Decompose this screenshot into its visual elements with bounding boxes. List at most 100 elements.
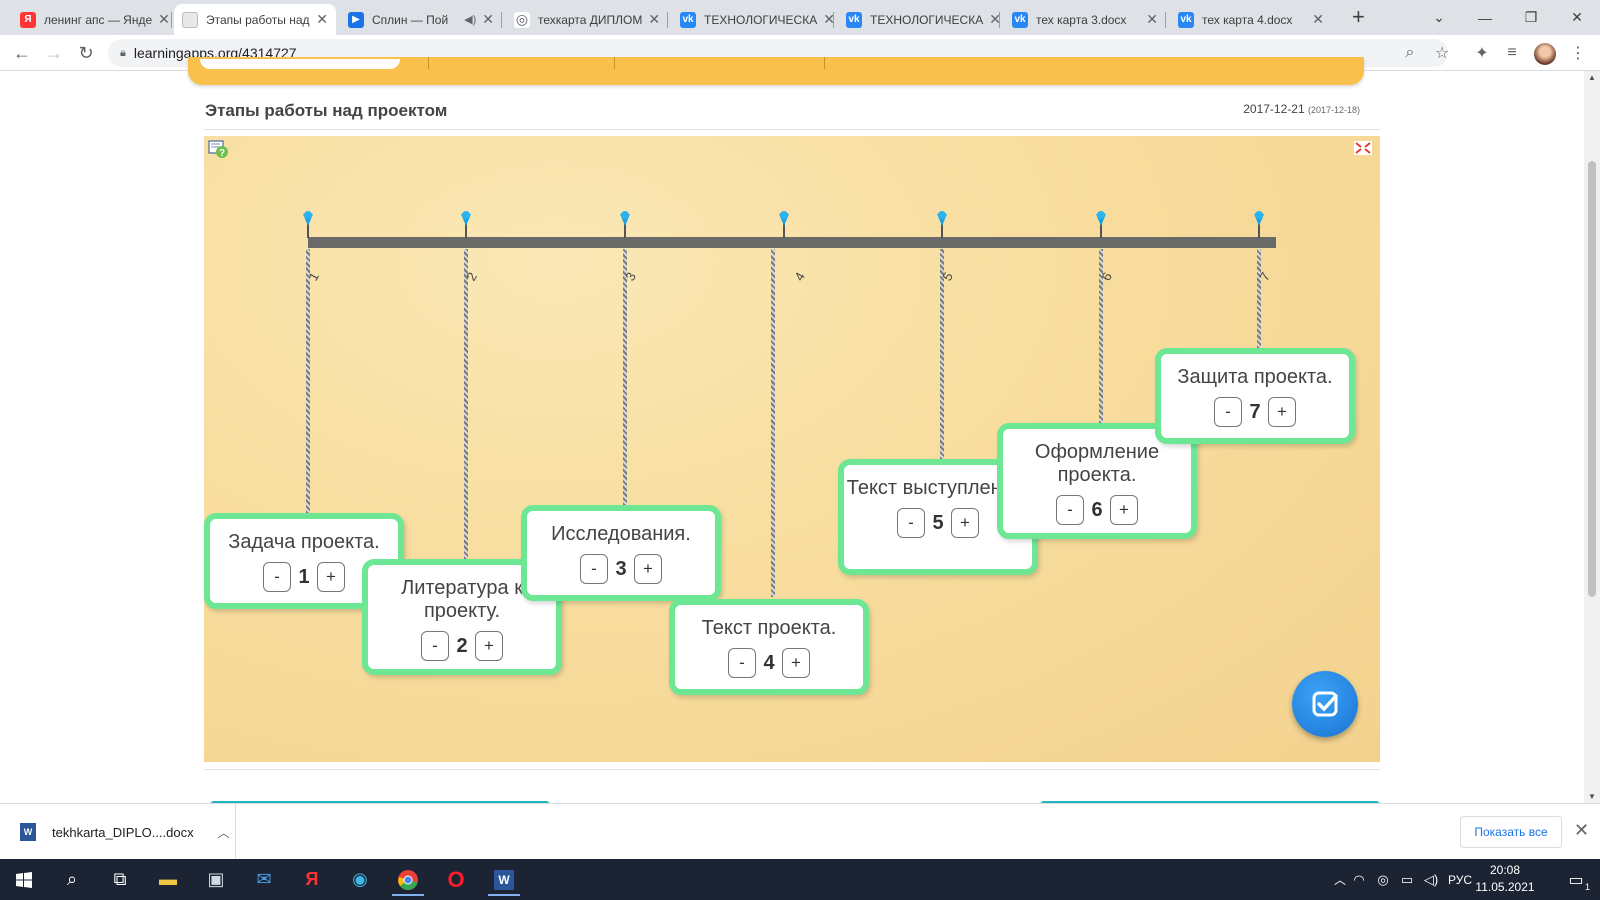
show-all-downloads-button[interactable]: Показать все — [1460, 816, 1562, 848]
tab-vk-1[interactable]: vk ТЕХНОЛОГИЧЕСКА ✕ — [672, 4, 835, 35]
timeline-string — [464, 249, 468, 559]
zoom-icon[interactable]: ⌕ — [1405, 44, 1415, 61]
edge-icon[interactable]: ◉ — [352, 869, 368, 889]
network-icon[interactable]: ◠ — [1353, 871, 1365, 887]
search-icon[interactable]: ⌕ — [66, 869, 78, 889]
language-indicator[interactable]: РУС — [1447, 872, 1473, 887]
answer-card[interactable]: Текст выступления.-5+ — [838, 459, 1038, 575]
answer-card[interactable]: Текст проекта.-4+ — [669, 599, 869, 695]
help-icon[interactable]: ? — [208, 139, 230, 161]
tray-expand-icon[interactable]: ︿ — [1333, 873, 1346, 887]
store-icon[interactable]: ▣ — [207, 869, 225, 889]
vk-icon: vk — [680, 11, 696, 28]
restore-button[interactable]: ❐ — [1524, 9, 1538, 25]
increment-button[interactable]: + — [475, 631, 503, 661]
position-stepper: -7+ — [1161, 397, 1349, 427]
close-icon[interactable]: ✕ — [316, 11, 328, 27]
tab-tekhkarta[interactable]: ◎ техкарта ДИПЛОМ ✕ — [506, 4, 668, 35]
vk-icon: vk — [1012, 11, 1028, 28]
menu-icon[interactable]: ⋮ — [1570, 45, 1586, 62]
timeline-bar — [308, 237, 1276, 248]
increment-button[interactable]: + — [317, 562, 345, 592]
increment-button[interactable]: + — [951, 508, 979, 538]
page-scrollbar[interactable]: ▲ ▼ — [1584, 71, 1600, 803]
start-button[interactable] — [4, 863, 44, 896]
tab-search-icon[interactable]: ⌄ — [1433, 9, 1445, 25]
close-icon[interactable]: ✕ — [158, 11, 170, 27]
answer-card[interactable]: Защита проекта.-7+ — [1155, 348, 1355, 444]
increment-button[interactable]: + — [1110, 495, 1138, 525]
windows-icon — [16, 871, 32, 888]
reload-icon[interactable]: ↻ — [78, 42, 94, 63]
timeline-pin-icon — [461, 211, 471, 238]
timeline-string — [771, 249, 775, 597]
increment-button[interactable]: + — [634, 554, 662, 584]
notifications-icon[interactable]: ▭ 1 — [1556, 863, 1596, 896]
timeline-string — [306, 249, 310, 513]
word-icon[interactable]: W — [484, 863, 524, 896]
decrement-button[interactable]: - — [897, 508, 925, 538]
increment-button[interactable]: + — [782, 648, 810, 678]
close-icon[interactable]: ✕ — [1146, 11, 1158, 27]
date-modified: 2017-12-21 — [1243, 102, 1305, 116]
tab-learningapps[interactable]: Этапы работы над ✕ — [174, 4, 336, 35]
timeline-pin-icon — [779, 211, 789, 238]
volume-icon[interactable]: ◁) — [1423, 871, 1439, 887]
tab-vk-2[interactable]: vk ТЕХНОЛОГИЧЕСКА ✕ — [838, 4, 1001, 35]
site-search-input[interactable] — [200, 59, 400, 69]
close-icon[interactable]: ✕ — [1312, 11, 1324, 27]
close-icon[interactable]: ✕ — [823, 11, 835, 27]
tab-splin[interactable]: ▶ Сплин — Пой ◀) ✕ — [340, 4, 502, 35]
scroll-thumb[interactable] — [1588, 161, 1596, 597]
position-value: 6 — [1091, 498, 1103, 521]
file-explorer-icon[interactable]: ▬ — [159, 869, 177, 889]
increment-button[interactable]: + — [1268, 397, 1296, 427]
timeline-pin-icon — [1096, 211, 1106, 238]
clock[interactable]: 20:08 11.05.2021 — [1470, 862, 1540, 896]
yandex-browser-icon[interactable]: Я — [305, 869, 319, 889]
task-view-icon[interactable]: ⧉ — [113, 869, 127, 889]
tab-yandex[interactable]: Я ленинг апс — Янде ✕ — [12, 4, 172, 35]
tab-vk-4[interactable]: vk тех карта 4.docx ✕ — [1170, 4, 1332, 35]
answer-card[interactable]: Литература к проекту.-2+ — [362, 559, 562, 675]
close-icon[interactable]: ✕ — [482, 11, 494, 27]
position-value: 4 — [763, 651, 775, 674]
minimize-button[interactable]: — — [1478, 9, 1492, 26]
decrement-button[interactable]: - — [1056, 495, 1084, 525]
play-icon: ▶ — [348, 11, 364, 28]
lock-icon[interactable]: 🔒︎ — [120, 46, 126, 59]
download-shelf: W tekhkarta_DIPLO....docx ︿ Показать все… — [0, 803, 1600, 860]
close-window-button[interactable]: ✕ — [1571, 9, 1583, 25]
scroll-up-icon[interactable]: ▲ — [1588, 73, 1596, 82]
scroll-down-icon[interactable]: ▼ — [1588, 792, 1596, 801]
answer-card[interactable]: Исследования.-3+ — [521, 505, 721, 601]
decrement-button[interactable]: - — [263, 562, 291, 592]
close-icon[interactable]: ✕ — [648, 11, 661, 27]
mail-icon[interactable]: ✉ — [256, 869, 272, 889]
opera-icon[interactable]: O — [447, 866, 465, 892]
close-icon[interactable]: ✕ — [989, 11, 1001, 27]
close-icon[interactable]: ✕ — [1574, 820, 1590, 840]
back-icon[interactable]: ← — [13, 42, 31, 63]
decrement-button[interactable]: - — [421, 631, 449, 661]
tab-vk-3[interactable]: vk тех карта 3.docx ✕ — [1004, 4, 1166, 35]
new-tab-button[interactable]: + — [1352, 4, 1365, 29]
decrement-button[interactable]: - — [1214, 397, 1242, 427]
media-control-icon[interactable]: ≡ — [1507, 44, 1517, 61]
chrome-icon[interactable] — [388, 863, 428, 896]
check-answer-button[interactable] — [1292, 671, 1358, 737]
battery-icon[interactable]: ▭ — [1400, 871, 1414, 887]
extensions-icon[interactable]: ✦ — [1475, 45, 1489, 62]
timeline-pin-icon — [303, 211, 313, 238]
fullscreen-icon[interactable] — [1354, 141, 1372, 155]
download-item[interactable]: W tekhkarta_DIPLO....docx ︿ — [0, 804, 236, 860]
avatar[interactable] — [1534, 43, 1556, 65]
clock-time: 20:08 — [1489, 863, 1521, 877]
forward-icon[interactable]: → — [45, 42, 63, 63]
chevron-up-icon[interactable]: ︿ — [217, 825, 230, 840]
decrement-button[interactable]: - — [580, 554, 608, 584]
speaker-icon[interactable]: ◀) — [464, 14, 477, 26]
meet-now-icon[interactable]: ◎ — [1377, 871, 1389, 887]
bookmark-star-icon[interactable]: ☆ — [1434, 45, 1450, 62]
decrement-button[interactable]: - — [728, 648, 756, 678]
